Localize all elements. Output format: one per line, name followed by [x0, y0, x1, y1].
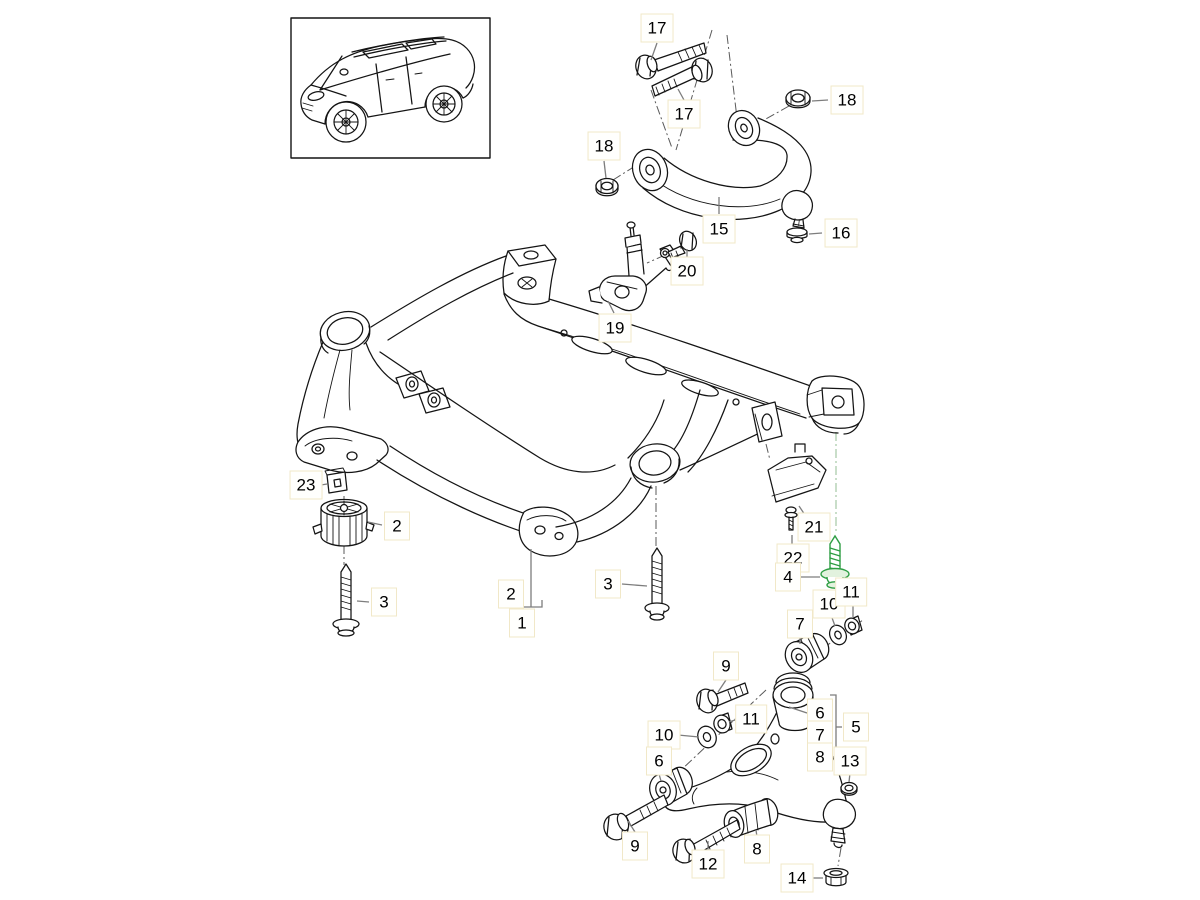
leader-line-19	[607, 300, 615, 314]
bushing-6	[649, 766, 693, 807]
callout-11[interactable]: 11	[735, 704, 767, 734]
subframe-mount-bushing-2	[312, 498, 375, 547]
callout-23[interactable]: 23	[289, 470, 323, 500]
leader-line-9	[717, 679, 727, 693]
callout-17[interactable]: 17	[667, 99, 701, 129]
leader-line-3	[356, 600, 370, 603]
washer-16	[786, 227, 808, 244]
callout-18[interactable]: 18	[830, 85, 864, 115]
callout-3[interactable]: 3	[371, 587, 397, 617]
clip-23	[324, 467, 348, 494]
callout-14[interactable]: 14	[780, 863, 814, 893]
leader-line-18	[811, 99, 829, 102]
nut-11-upper	[844, 615, 863, 636]
callout-21[interactable]: 21	[797, 512, 831, 542]
leader-line-6	[788, 706, 808, 714]
nut-18-right	[785, 89, 811, 109]
callout-10[interactable]: 10	[647, 720, 681, 750]
leader-line-10	[677, 734, 700, 738]
ball-joint-lower	[822, 798, 857, 849]
leader-line-3	[621, 583, 648, 587]
callout-9[interactable]: 9	[713, 651, 739, 681]
callout-5[interactable]: 5	[843, 712, 869, 742]
callout-12[interactable]: 12	[691, 849, 725, 879]
leader-line-18	[603, 160, 607, 179]
callout-4[interactable]: 4	[775, 562, 801, 592]
subframe-1	[295, 244, 865, 557]
bolt-3-right	[644, 547, 670, 621]
callout-17[interactable]: 17	[640, 13, 674, 43]
callout-6[interactable]: 6	[646, 746, 672, 776]
nut-18-left	[595, 177, 619, 197]
bolt-9-upper	[696, 682, 749, 714]
group-bracket-2	[830, 694, 837, 758]
leader-line-17	[650, 42, 658, 61]
callout-19[interactable]: 19	[598, 313, 632, 343]
callout-2[interactable]: 2	[384, 511, 410, 541]
callout-15[interactable]: 15	[702, 214, 736, 244]
bushing-7-upper	[784, 632, 830, 674]
callout-16[interactable]: 16	[824, 218, 858, 248]
callout-20[interactable]: 20	[670, 256, 704, 286]
callout-11[interactable]: 11	[835, 577, 867, 607]
leader-line-2	[367, 521, 383, 526]
callout-3[interactable]: 3	[595, 569, 621, 599]
bolt-17-lower	[651, 57, 713, 97]
washer-10-lower	[697, 725, 717, 749]
bolt-4-highlighted[interactable]	[820, 534, 850, 589]
callout-1[interactable]: 1	[509, 608, 535, 638]
callout-18[interactable]: 18	[587, 131, 621, 161]
bolt-17-upper	[635, 42, 707, 80]
leader-line-9	[627, 820, 636, 833]
leader-line-17	[677, 88, 685, 101]
leader-line-16	[808, 232, 823, 235]
callout-2[interactable]: 2	[498, 579, 524, 609]
nut-13	[840, 781, 858, 796]
washer-10-upper	[828, 624, 848, 646]
callout-13[interactable]: 13	[833, 746, 867, 776]
callout-8[interactable]: 8	[744, 834, 770, 864]
skid-plate-21	[767, 443, 827, 503]
callout-7[interactable]: 7	[787, 609, 813, 639]
screw-22	[784, 506, 798, 531]
upper-control-arm-15	[631, 109, 814, 229]
callout-8[interactable]: 8	[807, 742, 833, 772]
bolt-3-left	[332, 563, 360, 637]
nut-14	[823, 867, 849, 887]
callout-9[interactable]: 9	[622, 831, 648, 861]
suv-drawing	[300, 36, 476, 143]
vehicle-thumbnail	[290, 17, 491, 159]
